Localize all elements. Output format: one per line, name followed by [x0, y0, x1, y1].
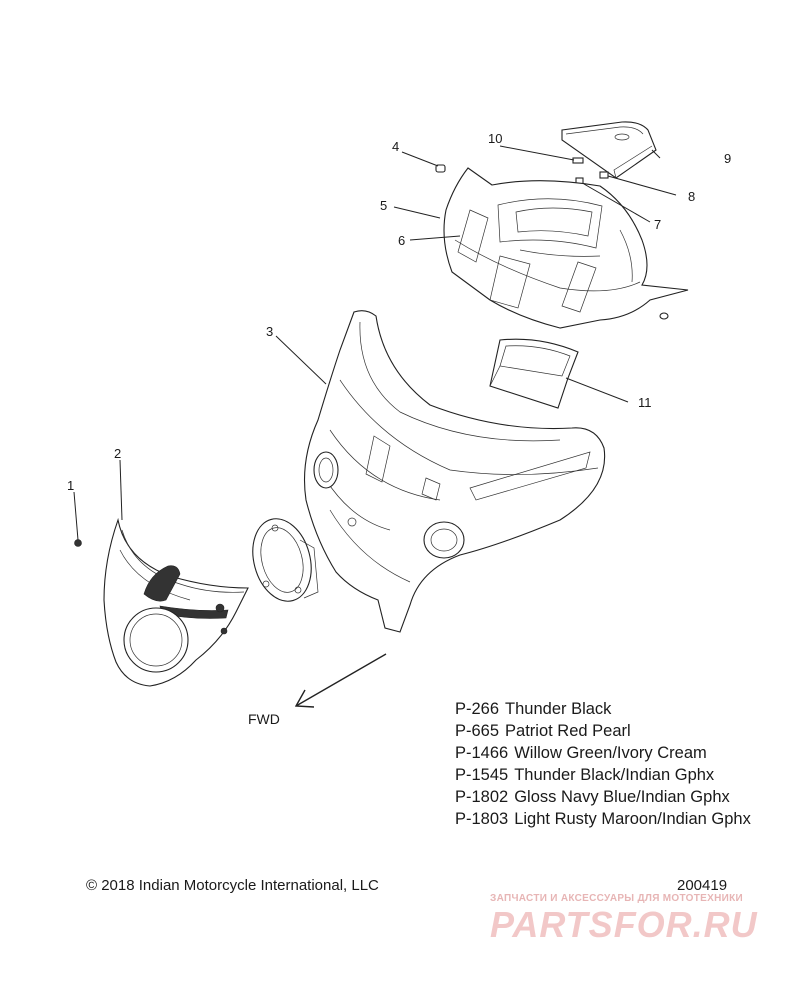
- part-3-outer-fairing: [304, 310, 606, 633]
- leader-lines: [73, 145, 677, 541]
- legend-row: P-1466 Willow Green/Ivory Cream: [455, 742, 751, 764]
- color-code: P-665: [455, 722, 500, 740]
- callout-5: 5: [380, 198, 387, 213]
- part-10-clip: [572, 157, 584, 164]
- callout-6: 6: [398, 233, 405, 248]
- watermark-tagline: ЗАПЧАСТИ И АКСЕССУАРЫ ДЛЯ МОТОТЕХНИКИ: [490, 893, 743, 904]
- callout-7: 7: [654, 217, 661, 232]
- callout-2: 2: [114, 446, 121, 461]
- color-name: Thunder Black: [505, 700, 612, 718]
- callout-9: 9: [724, 151, 731, 166]
- color-code-legend: P-266 Thunder Black P-665 Patriot Red Pear…: [455, 698, 751, 830]
- part-1-fastener: [74, 539, 82, 547]
- part-5-inner-fairing: [443, 167, 689, 329]
- headlamp-ring: [252, 518, 319, 602]
- legend-row: P-1545 Thunder Black/Indian Gphx: [455, 764, 751, 786]
- part-2-front-cowl: [103, 517, 249, 687]
- color-name: Gloss Navy Blue/Indian Gphx: [514, 788, 730, 806]
- callout-4: 4: [392, 139, 399, 154]
- legend-row: P-1802 Gloss Navy Blue/Indian Gphx: [455, 786, 751, 808]
- forward-arrow: [294, 653, 387, 708]
- callout-3: 3: [266, 324, 273, 339]
- document-number: 200419: [677, 877, 728, 894]
- part-11-insert: [489, 338, 579, 409]
- part-4-fastener: [435, 164, 446, 173]
- color-code: P-1803: [455, 810, 509, 828]
- callout-11: 11: [638, 395, 652, 410]
- legend-row: P-1803 Light Rusty Maroon/Indian Gphx: [455, 808, 751, 830]
- cowl-fastener: [220, 627, 228, 635]
- part-9-lid: [561, 121, 657, 179]
- color-name: Thunder Black/Indian Gphx: [514, 766, 715, 784]
- legend-row: P-665 Patriot Red Pearl: [455, 720, 751, 742]
- fwd-label: FWD: [248, 711, 280, 727]
- color-code: P-1466: [455, 744, 509, 762]
- part-8-clip: [599, 171, 609, 179]
- callout-8: 8: [688, 189, 695, 204]
- callout-1: 1: [67, 478, 74, 493]
- color-name: Patriot Red Pearl: [505, 722, 631, 740]
- legend-row: P-266 Thunder Black: [455, 698, 751, 720]
- color-code: P-1545: [455, 766, 509, 784]
- color-code: P-1802: [455, 788, 509, 806]
- color-name: Light Rusty Maroon/Indian Gphx: [514, 810, 751, 828]
- color-code: P-266: [455, 700, 500, 718]
- callout-10: 10: [488, 131, 502, 146]
- watermark-logo: PARTSFOR.RU: [490, 904, 758, 945]
- color-name: Willow Green/Ivory Cream: [514, 744, 707, 762]
- copyright-notice: © 2018 Indian Motorcycle International, …: [86, 877, 379, 894]
